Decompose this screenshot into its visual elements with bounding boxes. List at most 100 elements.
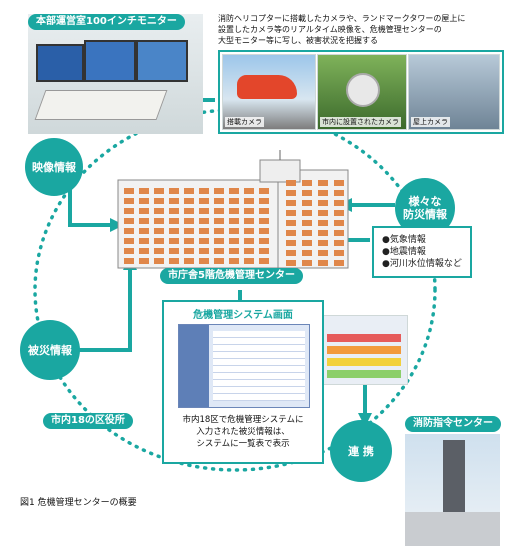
building-window	[318, 220, 328, 226]
fire-command-label: 消防指令センター	[405, 416, 501, 432]
building-window	[154, 198, 164, 204]
building-window	[154, 218, 164, 224]
building-window	[169, 188, 179, 194]
rooftop-camera-caption: 屋上カメラ	[411, 117, 450, 127]
building-window	[229, 248, 239, 254]
building-window	[124, 218, 134, 224]
building-window	[286, 240, 296, 246]
building-window	[169, 218, 179, 224]
helicopter-shape	[237, 75, 297, 99]
building-window	[229, 228, 239, 234]
building-window	[244, 208, 254, 214]
building-window	[302, 210, 312, 216]
building-window	[334, 180, 344, 186]
building-window	[244, 238, 254, 244]
building-window	[139, 208, 149, 214]
building-window	[318, 260, 328, 266]
building-window	[184, 258, 194, 264]
system-screenshot	[178, 324, 310, 408]
dome-camera-shape	[346, 73, 380, 107]
fire-command-tower-photo	[405, 434, 500, 546]
building-window	[318, 200, 328, 206]
wall-monitor-2	[84, 40, 136, 82]
building-window	[334, 240, 344, 246]
building-window	[286, 210, 296, 216]
screen-table-area	[213, 331, 305, 401]
building-window	[199, 238, 209, 244]
building-window	[244, 258, 254, 264]
building-window	[286, 230, 296, 236]
video-info-circle: 映像情報	[25, 138, 83, 196]
building-window	[334, 250, 344, 256]
building-window	[244, 188, 254, 194]
building-window	[259, 228, 269, 234]
map-table	[34, 90, 168, 120]
city-hall-building	[117, 150, 349, 269]
building-window	[286, 250, 296, 256]
cooperation-circle: 連 携	[330, 420, 392, 482]
building-window	[259, 218, 269, 224]
building-window	[244, 198, 254, 204]
building-window	[169, 198, 179, 204]
building-window	[169, 248, 179, 254]
building-window	[334, 210, 344, 216]
building-window	[229, 258, 239, 264]
building-window	[334, 230, 344, 236]
building-window	[154, 188, 164, 194]
building-window	[124, 208, 134, 214]
building-window	[229, 198, 239, 204]
city-camera-caption: 市内に設置されたカメラ	[320, 117, 401, 127]
building-window	[302, 180, 312, 186]
status-row-green	[327, 370, 401, 378]
building-window	[214, 188, 224, 194]
center-label: 市庁舎5階危機管理センター	[160, 268, 303, 284]
onboard-camera-photo: 搭載カメラ	[222, 54, 316, 130]
building-window	[334, 260, 344, 266]
building-window	[139, 218, 149, 224]
building-window	[184, 218, 194, 224]
building-window	[139, 248, 149, 254]
status-row-orange	[327, 346, 401, 354]
building-window	[154, 258, 164, 264]
info-list-box: ●気象情報 ●地震情報 ●河川水位情報など	[372, 226, 472, 278]
building-window	[124, 198, 134, 204]
building-window	[184, 228, 194, 234]
building-window	[184, 238, 194, 244]
building-window	[259, 188, 269, 194]
onboard-camera-caption: 搭載カメラ	[225, 117, 264, 127]
building-window	[286, 200, 296, 206]
building-window	[214, 258, 224, 264]
building-window	[184, 188, 194, 194]
building-window	[302, 230, 312, 236]
building-window	[244, 218, 254, 224]
building-window	[302, 200, 312, 206]
building-window	[318, 240, 328, 246]
building-window	[214, 208, 224, 214]
system-note: 市内18区で危機管理システムに 入力された被災情報は、 システムに一覧表で表示	[182, 415, 304, 449]
building-window	[199, 218, 209, 224]
building-window	[184, 208, 194, 214]
building-window	[259, 238, 269, 244]
status-display-photo	[320, 315, 408, 385]
status-row-red	[327, 334, 401, 342]
building-window	[154, 208, 164, 214]
building-window	[334, 220, 344, 226]
building-window	[259, 208, 269, 214]
building-window	[124, 188, 134, 194]
monitor-room-photo	[28, 14, 203, 134]
building-window	[124, 258, 134, 264]
building-window	[124, 228, 134, 234]
building-window	[139, 188, 149, 194]
building-window	[169, 258, 179, 264]
building-window	[199, 188, 209, 194]
info-list-item: ●河川水位情報など	[382, 259, 462, 269]
building-window	[214, 228, 224, 234]
building-window	[334, 200, 344, 206]
building-window	[286, 190, 296, 196]
building-window	[229, 208, 239, 214]
building-window	[214, 248, 224, 254]
building-window	[139, 228, 149, 234]
building-window	[244, 248, 254, 254]
building-window	[318, 250, 328, 256]
system-screen-panel: 危機管理システム画面 市内18区で危機管理システムに 入力された被災情報は、 シ…	[162, 300, 324, 464]
